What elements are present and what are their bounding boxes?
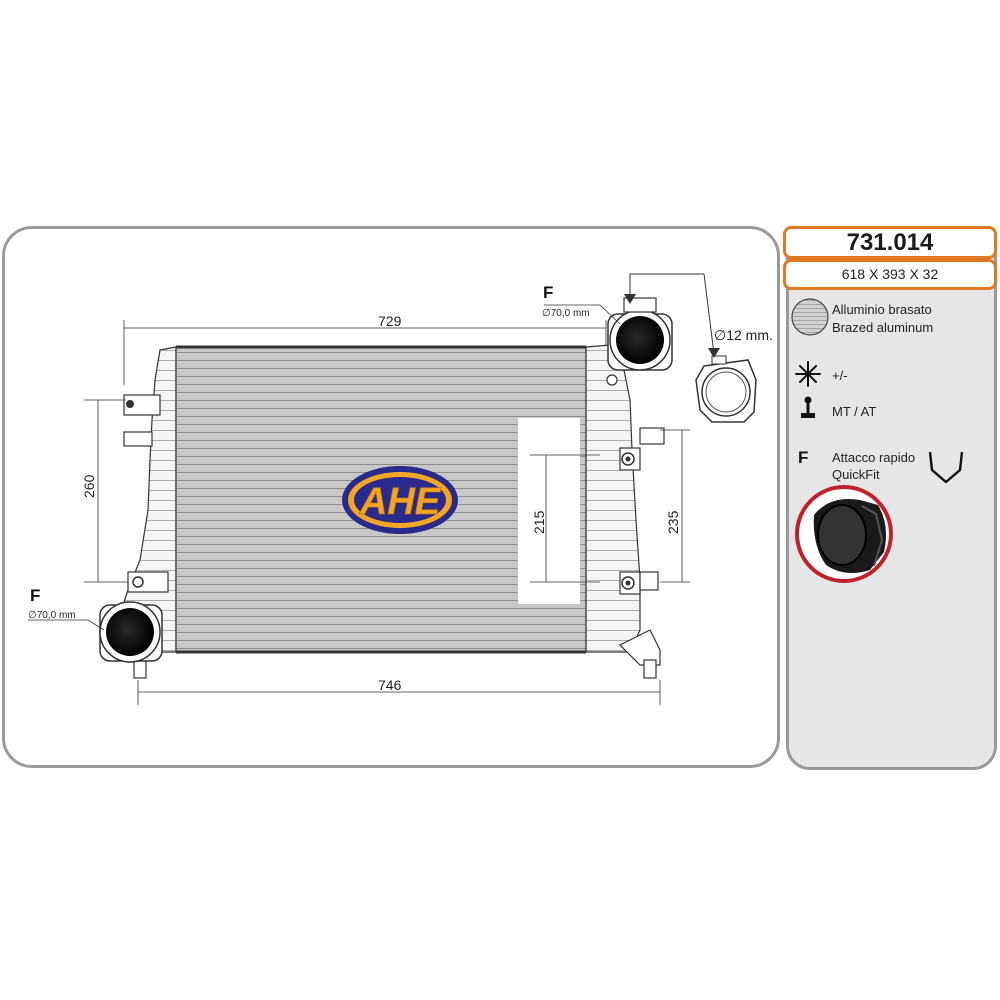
outlet-pipe bbox=[607, 297, 673, 371]
inner-blank-area bbox=[518, 418, 580, 604]
connector-letter: F bbox=[798, 448, 809, 467]
inlet-pipe bbox=[99, 601, 163, 663]
dim-right-height: 235 bbox=[665, 510, 681, 534]
outlet-diameter: ∅70,0 mm bbox=[542, 308, 590, 319]
inlet-diameter: ∅70,0 mm bbox=[28, 610, 76, 621]
mesh-icon bbox=[791, 298, 829, 336]
snowflake-icon bbox=[795, 361, 821, 387]
outlet-label: F bbox=[543, 283, 554, 302]
dim-top-width: 729 bbox=[378, 313, 402, 329]
brand-logo: AHE bbox=[359, 481, 442, 523]
quickfit-clip-icon bbox=[928, 451, 964, 484]
dim-inner-height: 215 bbox=[531, 510, 547, 534]
right-tank bbox=[585, 344, 641, 653]
part-code: 731.014 bbox=[783, 226, 997, 259]
quickfit-zoom bbox=[795, 485, 893, 583]
transmission-type: MT / AT bbox=[832, 404, 877, 419]
core-dimensions: 618 X 393 X 32 bbox=[783, 259, 997, 290]
ahe-logo: AHE bbox=[342, 466, 458, 534]
material-label-en: Brazed aluminum bbox=[832, 320, 934, 335]
material-label-it: Alluminio brasato bbox=[832, 302, 932, 317]
gear-shift-icon bbox=[801, 396, 815, 418]
inlet-label: F bbox=[30, 586, 41, 605]
pipe-diameter: ∅12 mm. bbox=[714, 327, 773, 343]
dim-bottom-width: 746 bbox=[378, 677, 402, 693]
connector-label-it: Attacco rapido bbox=[832, 450, 916, 465]
connector-label-en: QuickFit bbox=[832, 467, 880, 482]
dim-left-height: 260 bbox=[81, 474, 97, 498]
pipe-detail bbox=[695, 355, 757, 423]
ac-value: +/- bbox=[832, 368, 848, 383]
